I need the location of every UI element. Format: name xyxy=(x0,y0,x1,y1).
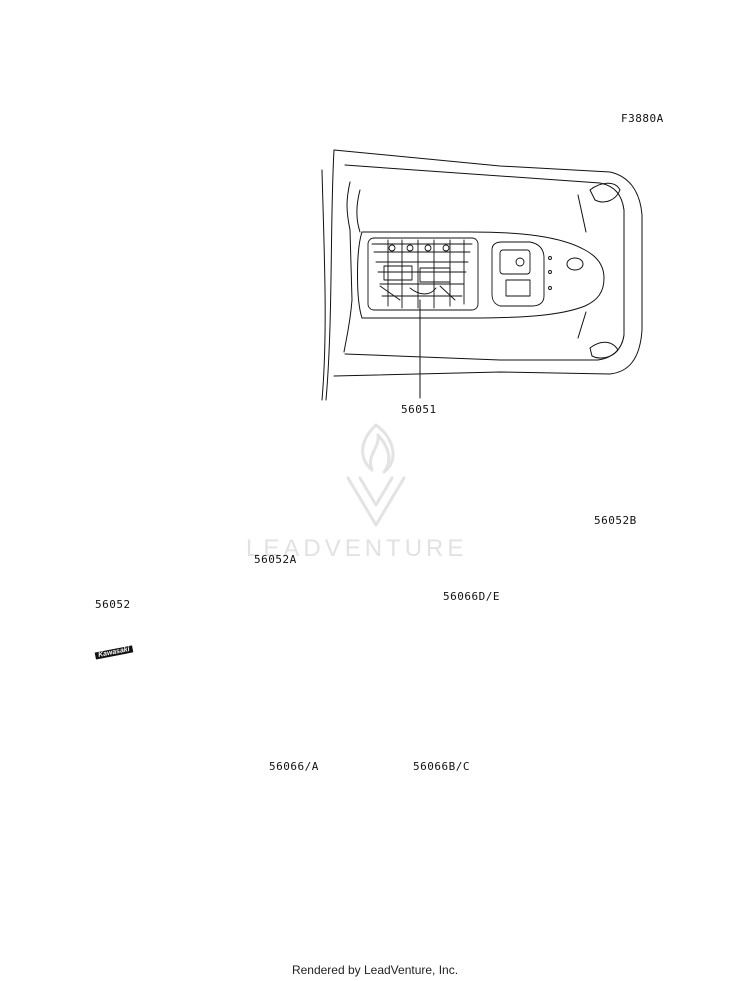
watermark-text: LEADVENTURE xyxy=(246,535,468,562)
callout-56066A: 56066/A xyxy=(269,760,319,773)
callout-56066BC: 56066B/C xyxy=(413,760,470,773)
model-decal-text: STX-R xyxy=(511,511,540,523)
callout-56052B: 56052B xyxy=(594,514,637,527)
watermark-logo-icon xyxy=(346,423,406,527)
callout-56052: 56052 xyxy=(95,598,131,611)
callout-56051: 56051 xyxy=(401,403,437,416)
footer-credit: Rendered by LeadVenture, Inc. xyxy=(291,963,459,977)
callout-56066DE: 56066D/E xyxy=(443,590,500,603)
top-view-deck xyxy=(321,149,643,401)
figure-code: F3880A xyxy=(621,112,664,125)
callout-56052A: 56052A xyxy=(254,553,297,566)
